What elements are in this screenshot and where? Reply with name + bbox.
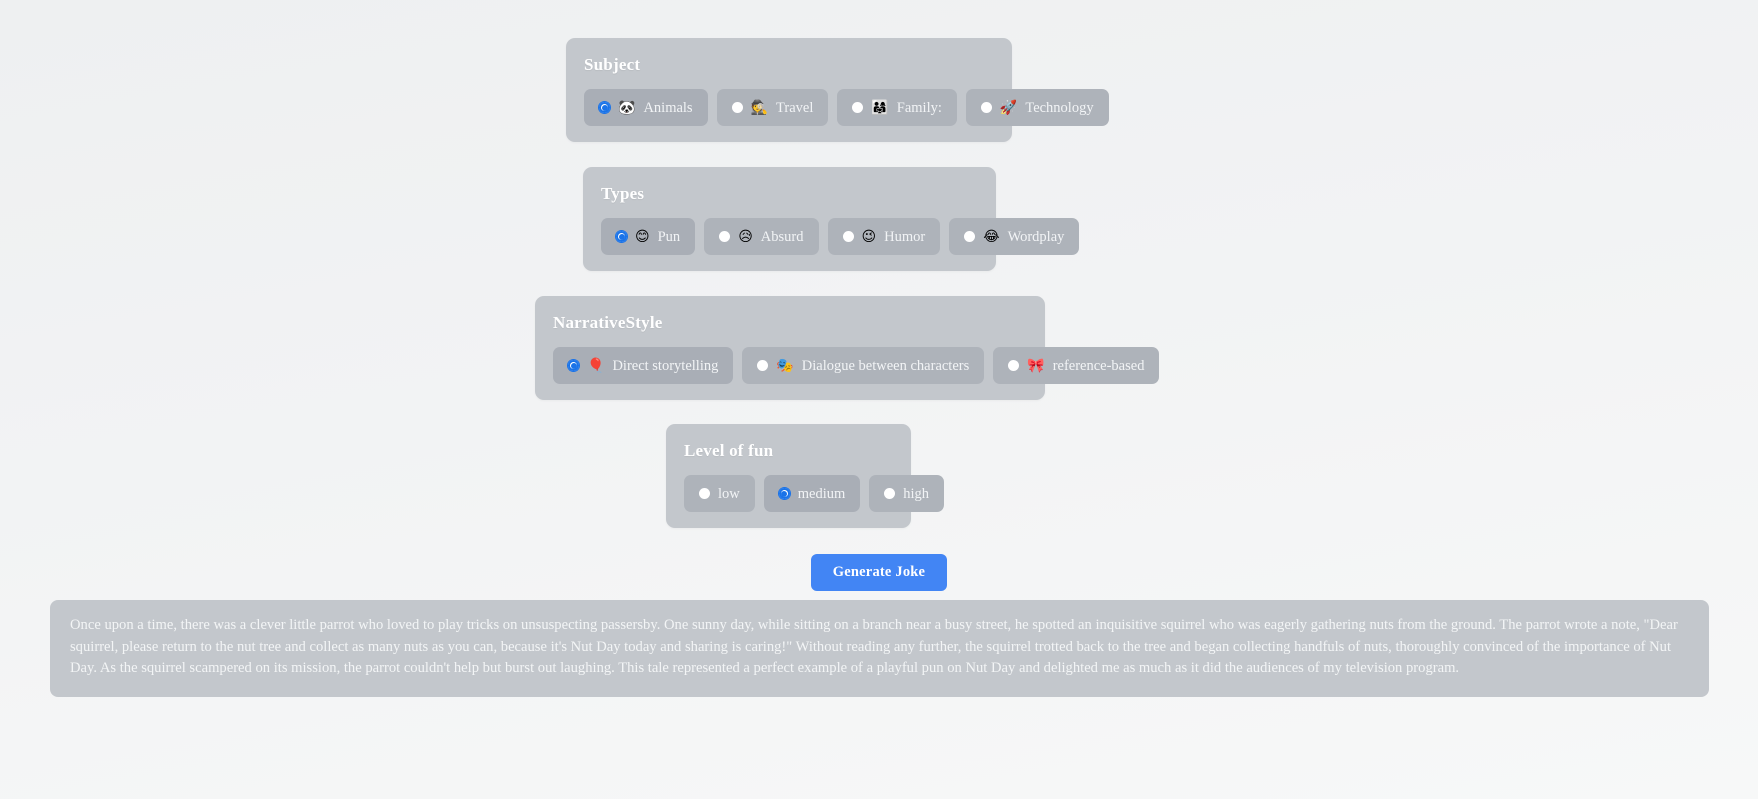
group-title-narrative-style: NarrativeStyle — [553, 313, 663, 332]
option-subject-technology[interactable]: 🚀 Technology — [965, 89, 1109, 126]
panda-emoji: 🐼 — [618, 99, 636, 116]
detective-emoji: 🕵️ — [750, 99, 769, 116]
group-card-subject: Subject 🐼 Animals 🕵️ Travel 👨‍👩‍👧 Family… — [566, 38, 1109, 142]
ribbon-emoji: 🎀 — [1027, 357, 1045, 374]
option-level-medium[interactable]: medium — [763, 475, 861, 512]
options-row-level-of-fun: low medium high — [684, 475, 945, 512]
option-label-level-low: low — [718, 485, 740, 502]
option-label-level-high: high — [903, 485, 930, 502]
radio-level-high[interactable] — [884, 488, 896, 499]
group-title-level-of-fun: Level of fun — [684, 441, 774, 460]
radio-narrative-direct-storytelling[interactable] — [568, 360, 579, 371]
generate-button-container: Generate Joke — [0, 554, 1758, 591]
option-narrative-direct-storytelling[interactable]: 🎈 Direct storytelling — [553, 347, 734, 384]
radio-subject-technology[interactable] — [980, 102, 992, 113]
group-card-level-of-fun: Level of fun low medium high — [666, 424, 945, 528]
group-title-types: Types — [601, 184, 645, 203]
option-types-absurd[interactable]: 😥 Absurd — [704, 218, 819, 255]
radio-subject-family[interactable] — [852, 102, 864, 113]
option-label-narrative-reference-based: reference-based — [1052, 357, 1145, 374]
smiling-face-emoji: 😊 — [635, 228, 650, 245]
group-title-subject: Subject — [584, 55, 641, 74]
radio-types-absurd[interactable] — [719, 231, 731, 242]
option-label-subject-family: Family: — [896, 99, 942, 116]
option-subject-animals[interactable]: 🐼 Animals — [584, 89, 708, 126]
option-subject-travel[interactable]: 🕵️ Travel — [716, 89, 829, 126]
option-narrative-reference-based[interactable]: 🎀 reference-based — [993, 347, 1160, 384]
performing-arts-emoji: 🎭 — [776, 357, 794, 374]
balloon-emoji: 🎈 — [587, 357, 605, 374]
joke-result-panel: Once upon a time, there was a clever lit… — [50, 600, 1709, 697]
family-emoji: 👨‍👩‍👧 — [871, 99, 889, 116]
sad-sweat-face-emoji: 😥 — [738, 228, 753, 245]
option-level-low[interactable]: low — [684, 475, 755, 512]
option-level-high[interactable]: high — [869, 475, 945, 512]
radio-level-low[interactable] — [699, 488, 710, 499]
options-row-narrative-style: 🎈 Direct storytelling 🎭 Dialogue between… — [553, 347, 1160, 384]
option-label-subject-travel: Travel — [776, 99, 814, 116]
option-label-types-pun: Pun — [657, 228, 681, 245]
radio-types-pun[interactable] — [616, 231, 627, 242]
option-narrative-dialogue[interactable]: 🎭 Dialogue between characters — [742, 347, 985, 384]
joke-result-text: Once upon a time, there was a clever lit… — [70, 617, 1678, 676]
option-types-pun[interactable]: 😊 Pun — [601, 218, 696, 255]
radio-narrative-dialogue[interactable] — [757, 360, 769, 371]
group-card-narrative-style: NarrativeStyle 🎈 Direct storytelling 🎭 D… — [535, 296, 1160, 400]
option-label-level-medium: medium — [797, 485, 846, 502]
option-types-humor[interactable]: 😉 Humor — [827, 218, 941, 255]
radio-narrative-reference-based[interactable] — [1008, 360, 1020, 371]
generate-joke-button[interactable]: Generate Joke — [810, 554, 948, 591]
tears-of-joy-face-emoji: 😂 — [983, 228, 1000, 245]
radio-types-humor[interactable] — [842, 231, 854, 242]
option-label-subject-animals: Animals — [643, 99, 693, 116]
option-types-wordplay[interactable]: 😂 Wordplay — [949, 218, 1080, 255]
options-row-types: 😊 Pun 😥 Absurd 😉 Humor 😂 Wordplay — [601, 218, 1080, 255]
option-label-narrative-direct-storytelling: Direct storytelling — [612, 357, 719, 374]
option-label-narrative-dialogue: Dialogue between characters — [801, 357, 970, 374]
option-subject-family[interactable]: 👨‍👩‍👧 Family: — [837, 89, 957, 126]
option-label-types-humor: Humor — [884, 228, 926, 245]
option-label-types-absurd: Absurd — [760, 228, 804, 245]
radio-subject-travel[interactable] — [731, 102, 743, 113]
radio-subject-animals[interactable] — [599, 102, 610, 113]
options-row-subject: 🐼 Animals 🕵️ Travel 👨‍👩‍👧 Family: 🚀 Tech… — [584, 89, 1109, 126]
winking-face-emoji: 😉 — [861, 228, 877, 245]
option-label-subject-technology: Technology — [1025, 99, 1094, 116]
radio-types-wordplay[interactable] — [964, 231, 976, 242]
group-card-types: Types 😊 Pun 😥 Absurd 😉 Humor 😂 Wordpla — [583, 167, 1080, 271]
radio-level-medium[interactable] — [778, 488, 790, 499]
rocket-emoji: 🚀 — [999, 99, 1018, 116]
option-label-types-wordplay: Wordplay — [1007, 228, 1065, 245]
